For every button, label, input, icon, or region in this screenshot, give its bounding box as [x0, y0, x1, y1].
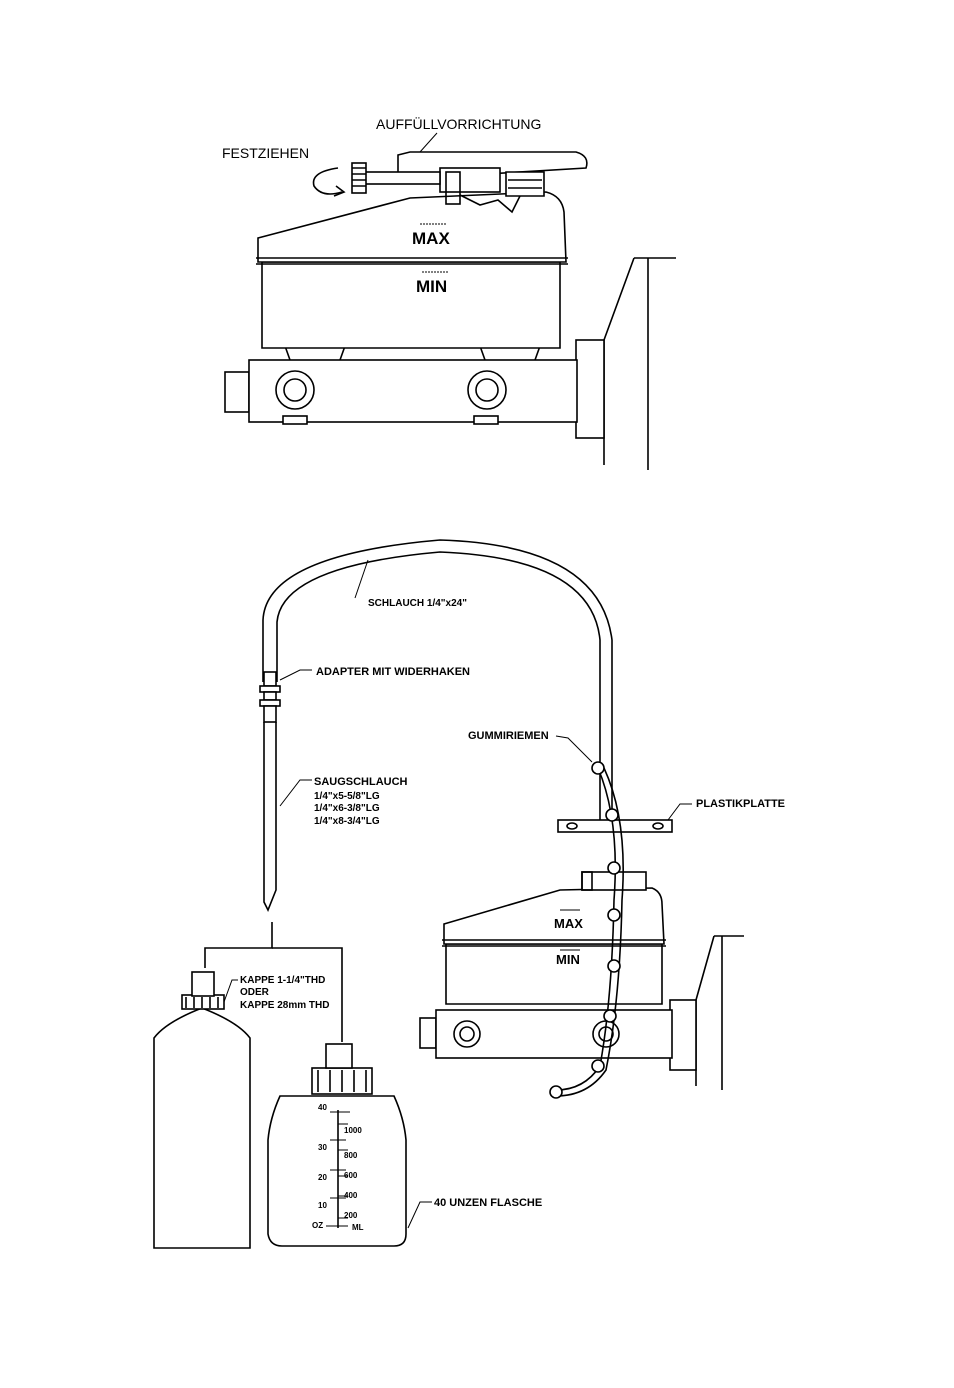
- bottom-reservoir: MAX MIN: [442, 872, 666, 1004]
- bottom-max-label: MAX: [554, 916, 583, 931]
- bottom-min-label: MIN: [556, 952, 580, 967]
- bottle-label: 40 UNZEN FLASCHE: [434, 1197, 542, 1209]
- top-cylinder-body: [225, 346, 577, 424]
- filler-device-label: AUFFÜLLVORRICHTUNG: [376, 115, 541, 132]
- bottom-mounting-wall: [670, 936, 744, 1090]
- oz-tick-40: 40: [318, 1103, 327, 1112]
- cap-label-line-3: KAPPE 28mm THD: [240, 1000, 329, 1011]
- top-mounting-wall: [576, 258, 676, 470]
- hose-label: SCHLAUCH 1/4"x24": [368, 598, 467, 609]
- suction-hose: [264, 722, 276, 910]
- oz-tick-10: 10: [318, 1201, 327, 1210]
- ml-tick-600: 600: [344, 1171, 358, 1180]
- tighten-arrow-icon: [314, 168, 343, 194]
- measuring-bottle: 40 30 20 10 OZ 1000 800 600 400 200 ML: [268, 1044, 406, 1246]
- ml-unit: ML: [352, 1223, 364, 1232]
- large-bottle: [154, 972, 250, 1248]
- top-max-label: MAX: [412, 229, 450, 248]
- suction-size-2: 1/4"x6-3/8"LG: [314, 803, 380, 814]
- ml-tick-200: 200: [344, 1211, 358, 1220]
- ml-tick-1000: 1000: [344, 1126, 362, 1135]
- ml-tick-400: 400: [344, 1191, 358, 1200]
- adapter-label: ADAPTER MIT WIDERHAKEN: [316, 666, 470, 678]
- bottom-bleeding-kit-figure: MAX MIN: [154, 540, 785, 1248]
- suction-size-3: 1/4"x8-3/4"LG: [314, 816, 380, 827]
- top-min-label: MIN: [416, 277, 447, 296]
- oz-unit: OZ: [312, 1221, 323, 1230]
- tighten-label: FESTZIEHEN: [222, 145, 309, 161]
- oz-tick-20: 20: [318, 1173, 327, 1182]
- top-reservoir: MAX MIN: [256, 192, 568, 348]
- cap-label-line-1: KAPPE 1-1/4"THD: [240, 975, 325, 986]
- bottom-cylinder-body: [420, 1010, 672, 1058]
- rubber-strap-label: GUMMIRIEMEN: [468, 730, 549, 742]
- oz-tick-30: 30: [318, 1143, 327, 1152]
- plastic-plate-label: PLASTIKPLATTE: [696, 798, 785, 810]
- suction-size-1: 1/4"x5-5/8"LG: [314, 791, 380, 802]
- ml-tick-800: 800: [344, 1151, 358, 1160]
- suction-hose-label: SAUGSCHLAUCH: [314, 776, 408, 788]
- top-master-cylinder-figure: MAX MIN AUFFÜLLVORRICHTUNG FESTZIE: [222, 115, 676, 470]
- cap-label-line-2: ODER: [240, 987, 270, 998]
- plastic-plate: [558, 820, 672, 832]
